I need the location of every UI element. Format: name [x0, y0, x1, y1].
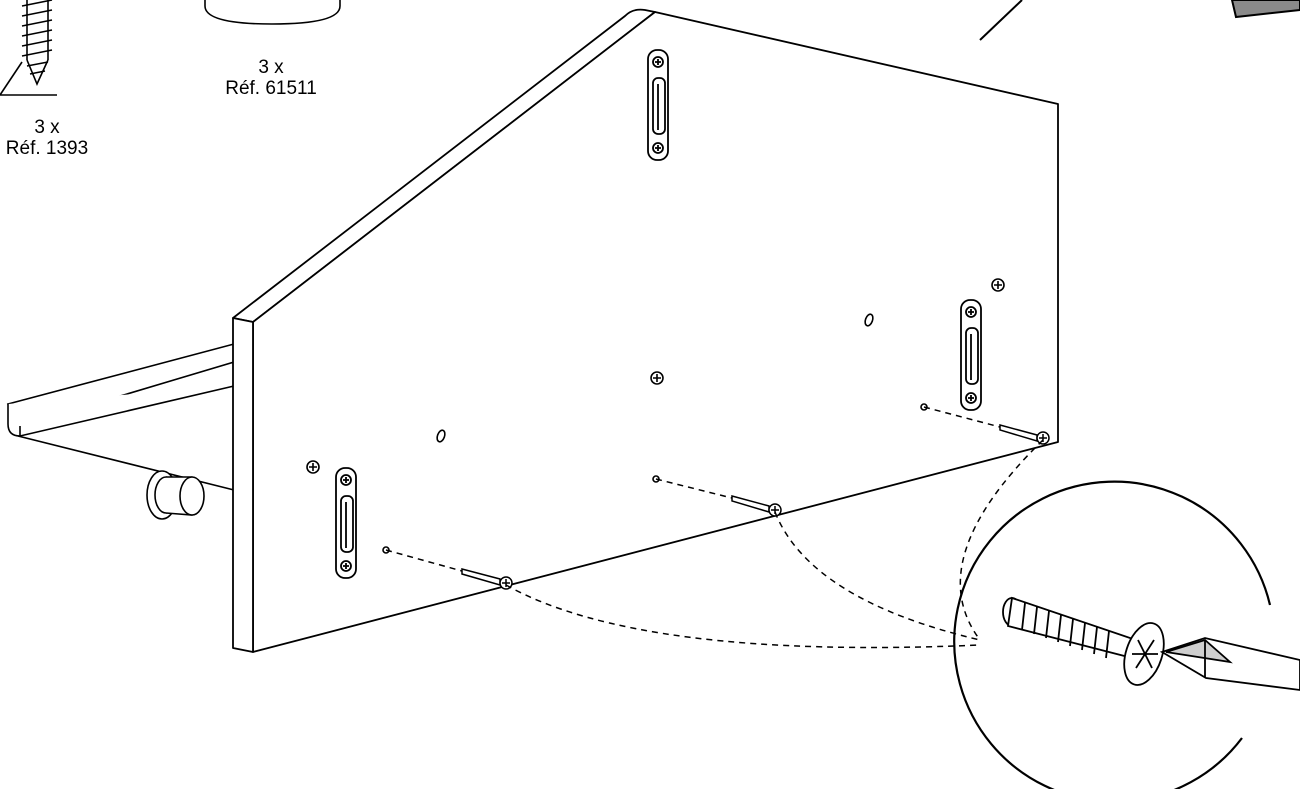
dowel-quantity: 3 x	[258, 57, 284, 78]
side-panel	[232, 8, 1059, 653]
bracket-icon	[335, 49, 982, 579]
dowel-icon	[204, 0, 341, 25]
detail-view	[953, 480, 1300, 789]
lower-shelf	[6, 342, 235, 520]
insertion-guides	[385, 406, 1001, 572]
dowel-reference: Réf. 61511	[225, 78, 317, 99]
screwdriver-icon	[1159, 637, 1300, 691]
screw-head-icon	[991, 278, 1005, 292]
screw-part-label: 3 x Réf. 1393	[0, 117, 118, 159]
dowel-holes	[382, 313, 928, 554]
screw-icon	[1002, 596, 1165, 686]
detail-leaders	[505, 439, 1044, 649]
screw-head-icon	[650, 371, 664, 385]
screw-head-icon	[306, 460, 320, 474]
screw-icon	[0, 0, 57, 96]
screw-reference: Réf. 1393	[5, 138, 89, 159]
dowel-part-label: 3 x Réf. 61511	[200, 57, 342, 99]
screwdriver-icon	[979, 0, 1300, 41]
cam-screws	[306, 278, 1005, 474]
screw-quantity: 3 x	[34, 117, 60, 138]
